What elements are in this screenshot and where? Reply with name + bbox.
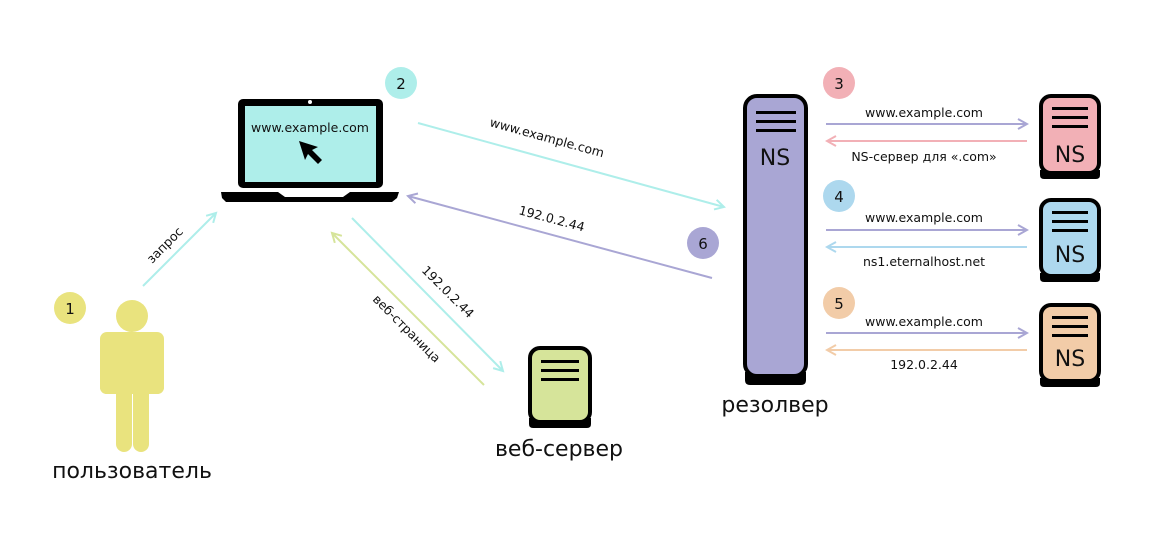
step-1-number: 1 [65, 300, 75, 318]
web-server-node: веб-сервер [495, 346, 623, 462]
auth-reply-label: 192.0.2.44 [890, 357, 958, 372]
person-icon [100, 300, 164, 452]
cursor-icon [299, 141, 322, 164]
resolver-to-laptop-arrow [408, 196, 713, 279]
step-4-number: 4 [834, 188, 844, 206]
user-label: пользователь [52, 459, 212, 484]
ns-root-group: 3 www.example.com NS-сервер для «.com» N… [823, 67, 1101, 179]
resolver-ns-text: NS [760, 146, 790, 171]
ns-server-icon [1039, 198, 1101, 282]
server-icon [528, 346, 592, 428]
step-2-number: 2 [396, 75, 406, 93]
ns-root-text: NS [1055, 143, 1085, 168]
step-6-number: 6 [698, 235, 708, 253]
ns-server-icon [1039, 94, 1101, 179]
request-label: запрос [144, 224, 186, 266]
laptop-icon [221, 99, 399, 202]
web-server-label: веб-сервер [495, 437, 623, 462]
laptop-to-resolver-label: www.example.com [488, 114, 606, 160]
ns-auth-group: 5 www.example.com 192.0.2.44 NS [823, 287, 1101, 387]
tld-reply-label: ns1.eternalhost.net [863, 254, 985, 269]
root-reply-label: NS-сервер для «.com» [851, 149, 996, 164]
ns-server-icon [1039, 303, 1101, 387]
ns-auth-text: NS [1055, 347, 1085, 372]
step-4-badge [823, 180, 855, 212]
web-to-laptop-arrow [332, 233, 485, 386]
server-icon [743, 94, 808, 385]
step-5-number: 5 [834, 295, 844, 313]
auth-query-label: www.example.com [865, 314, 983, 329]
resolver-node: NS резолвер [721, 94, 829, 418]
resolver-to-laptop-label: 192.0.2.44 [517, 202, 586, 234]
step-2-badge [385, 67, 417, 99]
laptop-to-web-label: 192.0.2.44 [419, 263, 477, 321]
laptop-screen-url: www.example.com [251, 120, 369, 135]
web-to-laptop-label: веб-страница [370, 292, 444, 366]
step-1-badge [54, 292, 86, 324]
resolver-label: резолвер [721, 393, 828, 418]
request-arrow [142, 213, 216, 287]
step-6-badge [687, 227, 719, 259]
step-3-number: 3 [834, 75, 844, 93]
step-5-badge [823, 287, 855, 319]
ns-tld-group: 4 www.example.com ns1.eternalhost.net NS [823, 180, 1101, 282]
laptop-node: 2 www.example.com [221, 67, 417, 202]
user-node: 1 пользователь [52, 292, 212, 484]
step-3-badge [823, 67, 855, 99]
ns-tld-text: NS [1055, 243, 1085, 268]
tld-query-label: www.example.com [865, 210, 983, 225]
root-query-label: www.example.com [865, 105, 983, 120]
laptop-to-web-arrow [351, 217, 503, 371]
laptop-to-resolver-arrow [417, 122, 724, 207]
